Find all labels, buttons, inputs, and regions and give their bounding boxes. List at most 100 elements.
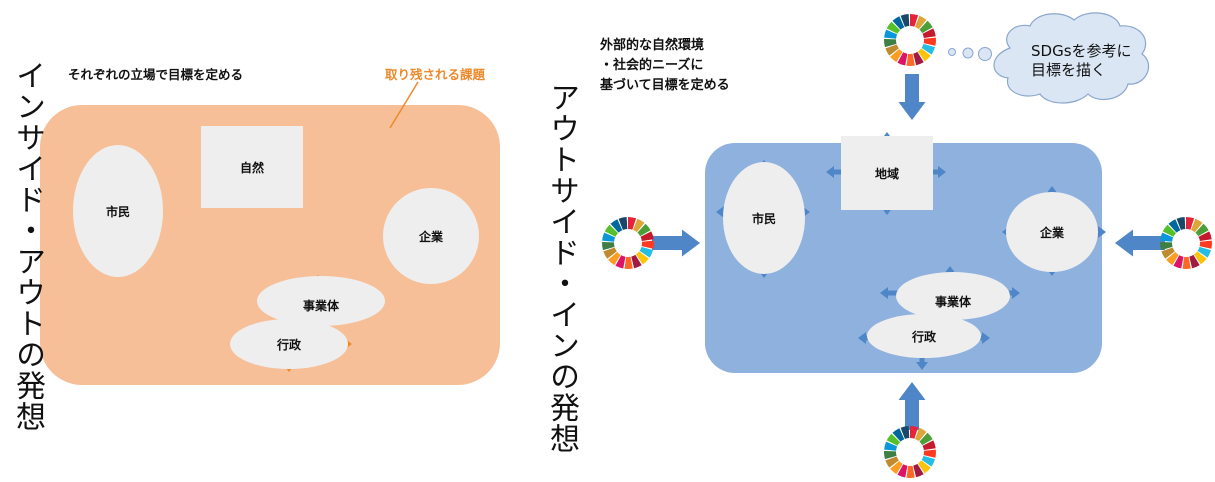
thought-bubble-text: SDGsを参考に 目標を描く <box>1031 42 1132 80</box>
right-vertical-title: アウトサイド・インの発想 <box>544 82 579 454</box>
sdg-wheel-segment <box>641 240 655 249</box>
right-node-government: 行政 <box>867 314 981 358</box>
sdg-wheel-segment <box>885 44 899 56</box>
sdg-wheel-segment <box>1168 219 1181 233</box>
right-node-business-label: 企業 <box>1039 225 1064 240</box>
sdg-wheel-segment <box>923 449 936 458</box>
sdg-wheel-segment <box>923 37 936 46</box>
sdg-wheel-group <box>601 14 1212 479</box>
sdg-wheel-segment <box>1197 246 1212 258</box>
sdg-wheel-segment <box>910 14 919 27</box>
sdg-wheel-segment <box>631 254 642 269</box>
sdg-wheel-segment <box>919 432 933 446</box>
left-node-government: 行政 <box>230 319 348 369</box>
sdg-wheel-segment <box>890 49 903 63</box>
thought-dot-medium <box>962 47 974 59</box>
sdg-wheel-segment <box>610 219 623 233</box>
right-blue-arrow <box>916 350 928 370</box>
sdg-wheel-segment <box>1160 241 1173 251</box>
sdg-wheel-top <box>884 14 936 66</box>
right-node-citizens-label: 市民 <box>751 211 776 226</box>
sdg-wheel-segment <box>885 456 899 468</box>
sdg-wheel-segment <box>601 241 615 251</box>
sdg-wheel-segment <box>1182 256 1191 270</box>
sdg-wheel-segment <box>900 426 910 439</box>
sdg-wheel-segment <box>1160 232 1174 242</box>
sdg-wheel-segment <box>897 52 908 66</box>
sdg-wheel-segment <box>640 231 654 241</box>
right-caption-line-2: ・社会的ニーズに <box>600 58 704 73</box>
sdg-wheel-segment <box>1186 217 1195 230</box>
sdg-wheel-segment <box>890 461 903 475</box>
sdg-wheel-segment <box>892 16 905 30</box>
sdg-wheel-segment <box>635 251 649 265</box>
sdg-wheel-segment <box>1198 231 1212 241</box>
sdg-wheel-segment <box>1176 217 1186 230</box>
sdg-wheel-segment <box>906 53 915 66</box>
right-node-organization: 事業体 <box>896 272 1010 320</box>
left-node-business: 企業 <box>383 188 479 284</box>
right-node-organization-label: 事業体 <box>934 294 971 309</box>
left-node-nature: 自然 <box>201 126 303 208</box>
sdg-wheel-segment <box>1191 218 1203 233</box>
sdg-wheel-segment <box>884 38 897 48</box>
left-node-business-label: 企業 <box>418 229 443 244</box>
sdg-wheel-segment <box>913 51 924 66</box>
sdg-wheel-segment <box>615 255 626 269</box>
sdg-wheel-segment <box>910 426 919 439</box>
sdg-wheel-segment <box>884 441 898 451</box>
sdg-wheel-segment <box>1193 251 1207 265</box>
sdg-wheel-segment <box>900 14 910 27</box>
thought-dot-small <box>948 48 956 56</box>
sdg-wheel-segment <box>604 224 619 237</box>
sdg-wheel-segment <box>1199 240 1212 249</box>
right-node-region-label: 地域 <box>874 166 899 181</box>
input-arrow-bottom <box>898 382 926 430</box>
issue-pointer-line <box>389 81 419 129</box>
sdg-wheel-segment <box>913 463 924 478</box>
sdg-wheel-segment <box>884 29 898 39</box>
sdg-wheel-segment <box>618 217 628 230</box>
sdg-wheel-segment <box>892 428 905 442</box>
sdg-wheel-bottom <box>884 426 936 479</box>
right-node-business: 企業 <box>1006 192 1098 272</box>
left-caption: それぞれの立場で目標を定める <box>68 67 244 82</box>
sdg-wheel-segment <box>922 440 936 450</box>
right-node-government-label: 行政 <box>911 329 936 344</box>
sdg-wheel-segment <box>897 464 908 478</box>
input-arrow-right <box>1115 229 1165 257</box>
thought-cloud <box>993 12 1150 104</box>
left-node-organization: 事業体 <box>257 276 385 326</box>
sdg-wheel-segment <box>628 217 637 230</box>
sdg-wheel-segment <box>608 252 621 266</box>
right-caption-line-1: 外部的な自然環境 <box>600 38 705 53</box>
input-arrow-left <box>652 229 700 257</box>
sdg-wheel-right <box>1160 217 1212 270</box>
sdg-wheel-segment <box>633 218 645 233</box>
sdg-wheel-segment <box>1173 255 1184 269</box>
sdg-wheel-segment <box>1195 223 1209 237</box>
sdg-wheel-segment <box>1162 224 1177 237</box>
sdg-wheel-segment <box>637 223 651 237</box>
right-node-region: 地域 <box>841 136 933 210</box>
sdg-wheel-segment <box>921 455 936 467</box>
sdg-wheel-segment <box>624 256 633 269</box>
sdg-wheel-segment <box>1161 247 1175 259</box>
right-background-panel <box>705 143 1102 373</box>
sdg-wheel-segment <box>917 460 931 474</box>
left-vertical-title: インサイド・アウトの発想 <box>10 60 45 432</box>
sdg-wheel-segment <box>915 15 927 30</box>
right-caption: 外部的な自然環境 ・社会的ニーズに 基づいて目標を定める <box>600 36 730 96</box>
sdg-wheel-segment <box>919 20 933 34</box>
input-arrow-top <box>898 74 926 120</box>
sdg-wheel-segment <box>884 450 897 460</box>
left-node-citizens-label: 市民 <box>105 204 130 219</box>
sdg-wheel-segment <box>886 433 901 446</box>
sdg-wheel-segment <box>917 48 931 62</box>
left-node-government-label: 行政 <box>276 337 301 352</box>
thought-bubble <box>948 12 1150 104</box>
sdg-wheel-segment <box>1166 252 1179 266</box>
sdg-wheel-segment <box>639 246 654 258</box>
right-caption-line-3: 基づいて目標を定める <box>600 78 730 93</box>
sdg-wheel-segment <box>906 465 915 479</box>
